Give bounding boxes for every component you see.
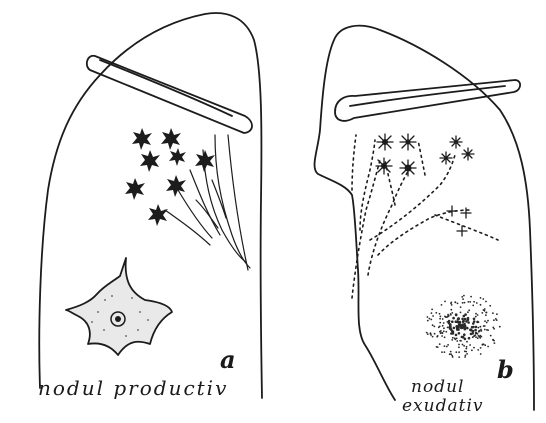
large-exudative-nodule — [426, 295, 501, 358]
caption-productive-nodule: nodul productiv — [38, 378, 228, 398]
caption-exudative-nodule-line1: nodul — [411, 379, 464, 396]
left-small-stellate-nodules — [125, 128, 215, 226]
caption-exudative-nodule-line2: exudativ — [402, 398, 484, 415]
panel-a-letter: a — [220, 348, 236, 372]
right-bronchial-tree — [352, 135, 498, 298]
panel-b-letter: b — [497, 358, 514, 382]
left-clavicle — [87, 56, 252, 133]
right-lung-outline — [315, 26, 534, 410]
large-productive-nodule — [66, 258, 172, 355]
